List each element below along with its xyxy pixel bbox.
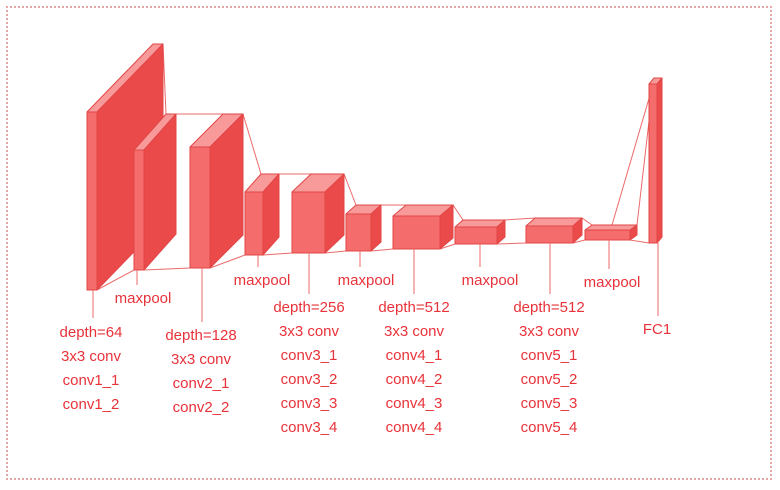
conv2-block-front — [189, 146, 211, 269]
block4-layer-1: conv4_1 — [385, 347, 443, 364]
conv5-block-front — [525, 225, 574, 244]
block1-layer-1: conv1_1 — [62, 372, 120, 389]
block2-layer-2: conv2_2 — [172, 399, 230, 416]
block2-layer-1: conv2_1 — [172, 375, 230, 392]
pool1-block-front — [133, 149, 145, 271]
connector-top-9 — [581, 217, 593, 226]
block2-depth: depth=128 — [165, 327, 237, 344]
block1-kernel: 3x3 conv — [60, 348, 122, 365]
block5-layer-4: conv5_4 — [520, 419, 578, 436]
block4-layer-4: conv4_4 — [385, 419, 443, 436]
pool3-block-front — [345, 213, 372, 252]
layer-blocks — [86, 43, 663, 291]
block4-kernel: 3x3 conv — [383, 323, 445, 340]
connector-top-5 — [343, 173, 357, 206]
connector-fc1-top — [611, 77, 656, 226]
block3-layer-3: conv3_3 — [280, 395, 338, 412]
conv3-block-front — [291, 191, 326, 254]
block3-layer-2: conv3_2 — [280, 371, 338, 388]
block5-kernel: 3x3 conv — [518, 323, 580, 340]
block5-text: depth=512 3x3 conv conv5_1 conv5_2 conv5… — [513, 296, 584, 440]
block5-layer-2: conv5_2 — [520, 371, 578, 388]
block4-text: depth=512 3x3 conv conv4_1 conv4_2 conv4… — [378, 296, 449, 440]
connector-top-8 — [504, 217, 536, 221]
block4-layer-3: conv4_3 — [385, 395, 443, 412]
connector-lines — [96, 43, 656, 291]
block1-depth: depth=64 — [59, 324, 123, 341]
connector-bottom-10 — [629, 239, 650, 244]
pool5-block-top — [584, 224, 638, 231]
pool5-block-front — [584, 229, 631, 241]
connector-top-7 — [452, 204, 464, 221]
block3-text: depth=256 3x3 conv conv3_1 conv3_2 conv3… — [273, 296, 344, 440]
connector-bottom-5 — [324, 250, 347, 254]
conv1-block-front — [86, 111, 98, 291]
fc1-block-front — [648, 83, 658, 244]
maxpool-label-3: maxpool — [337, 272, 395, 289]
block1-layer-2: conv1_2 — [62, 396, 120, 413]
pool4-block-front — [454, 226, 498, 245]
connector-bottom-7 — [439, 243, 456, 250]
maxpool-label-2: maxpool — [233, 272, 291, 289]
connector-bottom-9 — [572, 239, 586, 244]
connector-bottom-1 — [96, 269, 135, 291]
block4-depth: depth=512 — [378, 299, 450, 316]
fc1-label: FC1 — [642, 321, 672, 338]
connector-bottom-8 — [496, 242, 527, 245]
maxpool-label-1: maxpool — [114, 290, 172, 307]
connector-bottom-6 — [370, 248, 394, 252]
connector-bottom-4 — [262, 252, 293, 256]
block5-depth: depth=512 — [513, 299, 585, 316]
block3-kernel: 3x3 conv — [278, 323, 340, 340]
block3-depth: depth=256 — [273, 299, 345, 316]
block5-layer-1: conv5_1 — [520, 347, 578, 364]
connector-top-3 — [242, 113, 262, 175]
maxpool-label-5: maxpool — [583, 274, 641, 291]
connector-bottom-2 — [143, 267, 191, 271]
block1-text: depth=64 3x3 conv conv1_1 conv1_2 — [60, 321, 123, 417]
block2-kernel: 3x3 conv — [170, 351, 232, 368]
maxpool-label-4: maxpool — [461, 272, 519, 289]
pool2-block-front — [244, 191, 264, 256]
block5-layer-3: conv5_3 — [520, 395, 578, 412]
dotted-border — [6, 6, 772, 480]
block3-layer-1: conv3_1 — [280, 347, 338, 364]
conv4-block-front — [392, 215, 441, 250]
connector-bottom-3 — [209, 254, 246, 269]
fc1-block-side — [656, 77, 663, 244]
block4-layer-2: conv4_2 — [385, 371, 443, 388]
block2-text: depth=128 3x3 conv conv2_1 conv2_2 — [165, 324, 236, 420]
block3-layer-4: conv3_4 — [280, 419, 338, 436]
leader-lines — [92, 240, 659, 322]
